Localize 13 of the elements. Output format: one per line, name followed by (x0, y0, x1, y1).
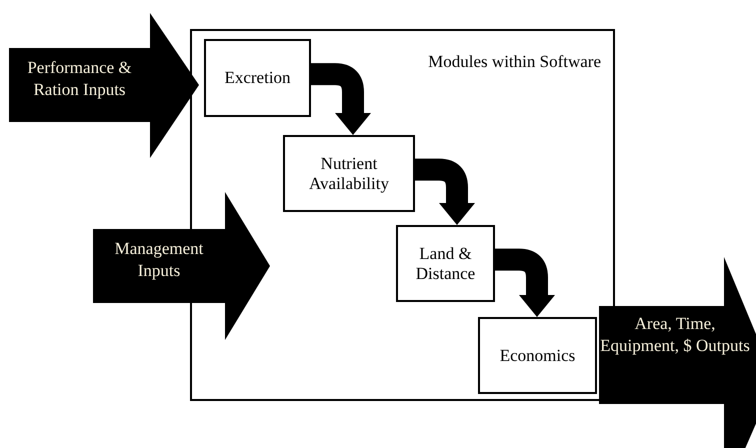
module-box: Land & Distance (396, 225, 495, 302)
module-box: Excretion (204, 39, 311, 117)
arrow-label: Management Inputs (114, 238, 204, 282)
arrow-label: Performance & Ration Inputs (26, 57, 133, 102)
curved-arrow (495, 248, 555, 317)
block-arrow-shape (9, 13, 199, 158)
arrow-label: Area, Time, Equipment, $ Outputs (599, 313, 751, 358)
frame-title: Modules within Software (427, 51, 601, 73)
block-arrow-shape (599, 257, 756, 448)
module-box: Nutrient Availability (283, 135, 415, 212)
module-box: Economics (478, 317, 597, 394)
block-arrow-shape (93, 192, 270, 340)
curved-arrow (415, 158, 475, 225)
